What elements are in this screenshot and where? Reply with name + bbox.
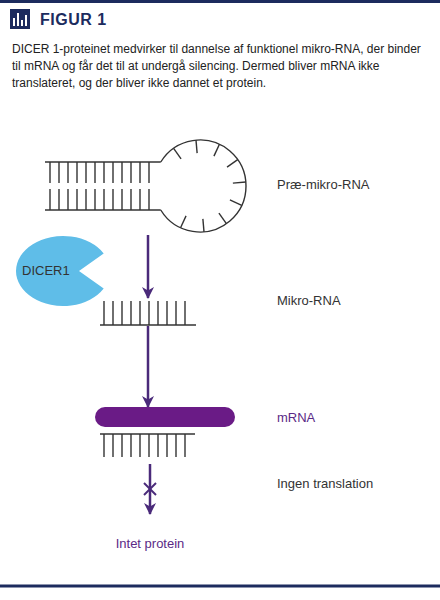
hairpin-rna: Præ-mikro-RNA <box>45 138 250 235</box>
figure-icon <box>10 9 30 29</box>
process-note: Ingen translation <box>277 476 373 491</box>
micro-rna-shape <box>100 298 196 326</box>
dicer-enzyme: DICER1 <box>15 235 111 307</box>
node-label: Præ-mikro-RNA <box>277 177 369 192</box>
micro-rna: Mikro-RNA <box>100 298 196 326</box>
bottom-rule <box>0 585 440 588</box>
figure-caption: DICER 1-proteinet medvirker til dannelse… <box>12 41 428 92</box>
hairpin-rna-shape <box>45 138 250 235</box>
mrna-strand: mRNA <box>95 407 235 457</box>
process-arrow <box>147 235 150 298</box>
result-text: Intet protein <box>90 536 210 551</box>
mrna-strand-shape <box>95 407 235 457</box>
figure-title: FIGUR 1 <box>40 11 107 29</box>
top-rule <box>0 0 440 3</box>
node-label: DICER1 <box>22 263 70 278</box>
node-label: Mikro-RNA <box>277 293 341 308</box>
blocked-arrow <box>144 464 156 514</box>
node-label: mRNA <box>277 410 315 425</box>
process-arrow <box>147 326 150 407</box>
